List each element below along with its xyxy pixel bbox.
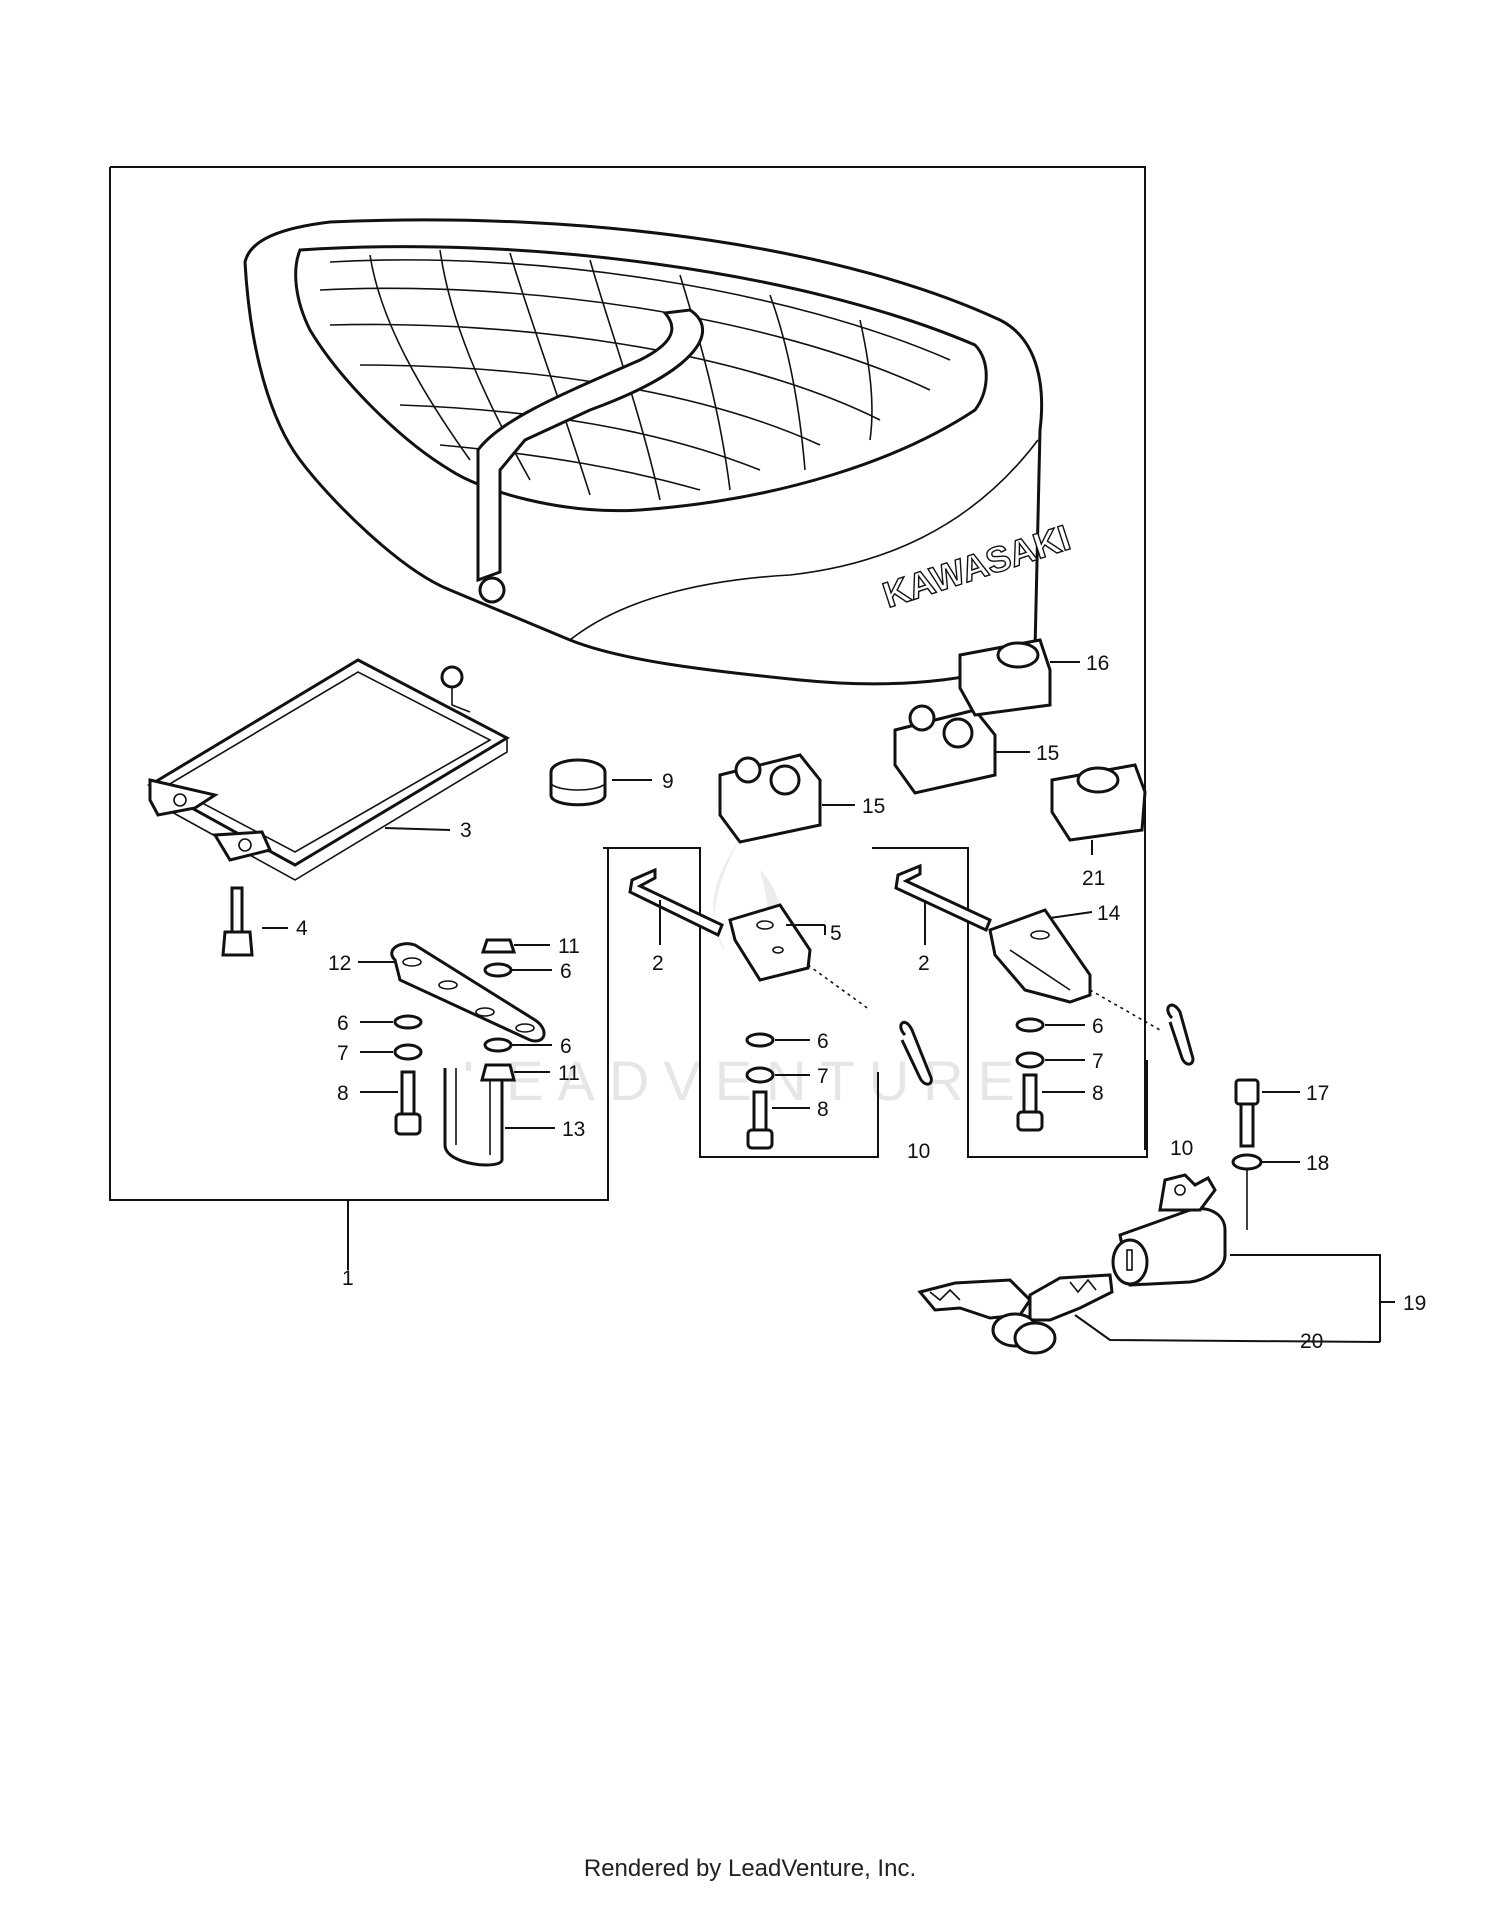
callout-11a: 11 [558, 935, 580, 958]
callout-10b: 10 [1170, 1137, 1193, 1160]
part-14-hinge-right [988, 908, 1092, 1004]
callout-3: 3 [460, 819, 472, 842]
callout-6a: 6 [337, 1012, 349, 1035]
part-15-stop-left [718, 753, 822, 844]
part-12-bracket [390, 942, 546, 1043]
callout-16: 16 [1086, 652, 1109, 675]
part-2-pin-left [628, 867, 724, 938]
assembly-frame-1 [109, 166, 1146, 1201]
callout-8c: 8 [1092, 1082, 1104, 1105]
callout-6e: 6 [1092, 1015, 1104, 1038]
part-15-stop-right [893, 704, 997, 795]
callout-9: 9 [662, 770, 674, 793]
part-18-washer [1231, 1153, 1263, 1171]
part-9-grommet [549, 758, 607, 807]
callout-8b: 8 [817, 1098, 829, 1121]
part-6-washer-mid-left [745, 1032, 775, 1048]
callout-2a: 2 [652, 952, 664, 975]
callout-15a: 15 [862, 795, 885, 818]
callout-13: 13 [562, 1118, 585, 1141]
callout-6c: 6 [560, 1035, 572, 1058]
callout-15b: 15 [1036, 742, 1059, 765]
callout-1: 1 [342, 1267, 354, 1290]
part-11-nut-top [480, 938, 517, 954]
seat: KAWASAKI [243, 218, 1076, 686]
callout-11b: 11 [558, 1062, 580, 1085]
callout-17: 17 [1306, 1082, 1329, 1105]
part-8-bolt-left [394, 1070, 422, 1136]
part-7-lockwasher-left [393, 1043, 423, 1061]
callout-18: 18 [1306, 1152, 1329, 1175]
part-2-pin-right [894, 863, 992, 933]
callout-4: 4 [296, 917, 308, 940]
watermark-flame-icon [713, 830, 783, 975]
part-20-keys [917, 1273, 1114, 1355]
part-17-bolt [1234, 1078, 1260, 1148]
part-8-bolt-mid-left [746, 1090, 774, 1150]
callout-10a: 10 [907, 1140, 930, 1163]
callout-2b: 2 [918, 952, 930, 975]
part-21-stop [1050, 763, 1147, 842]
part-10-clip-right [1166, 1003, 1195, 1066]
callout-12: 12 [328, 952, 351, 975]
part-4-bolt [221, 886, 254, 957]
callout-6b: 6 [560, 960, 572, 983]
callout-5: 5 [830, 922, 842, 945]
part-6-washer-top [483, 962, 513, 978]
callout-14: 14 [1097, 902, 1121, 925]
part-6-washer-mid-right [1015, 1017, 1045, 1033]
callout-20: 20 [1300, 1330, 1323, 1353]
callout-19: 19 [1403, 1292, 1426, 1315]
callout-7c: 7 [1092, 1050, 1104, 1073]
callout-8a: 8 [337, 1082, 349, 1105]
watermark: LEADVENTURE [461, 1049, 1029, 1112]
part-8-bolt-mid-right [1016, 1073, 1044, 1132]
callout-6d: 6 [817, 1030, 829, 1053]
callout-7b: 7 [817, 1065, 829, 1088]
callout-7a: 7 [337, 1042, 349, 1065]
part-13-u-bolt [443, 1068, 504, 1167]
hinge-group-frame-left [603, 847, 879, 1158]
footer-credit: Rendered by LeadVenture, Inc. [583, 1855, 917, 1882]
part-11-nut-bottom [480, 1063, 516, 1082]
part-3-tray [146, 658, 511, 881]
part-19-lock [1111, 1173, 1227, 1287]
part-6-washer-left [393, 1014, 423, 1030]
hinge-group-frame-right [872, 847, 1148, 1158]
part-6-washer-bottom [483, 1037, 513, 1053]
part-7-lockwasher-mid-left [745, 1066, 775, 1084]
part-7-lockwasher-mid-right [1015, 1051, 1045, 1069]
callout-21: 21 [1082, 867, 1105, 890]
part-5-hinge-left [728, 903, 812, 982]
part-16-stop [958, 638, 1052, 717]
part-10-clip-left [899, 1020, 933, 1086]
